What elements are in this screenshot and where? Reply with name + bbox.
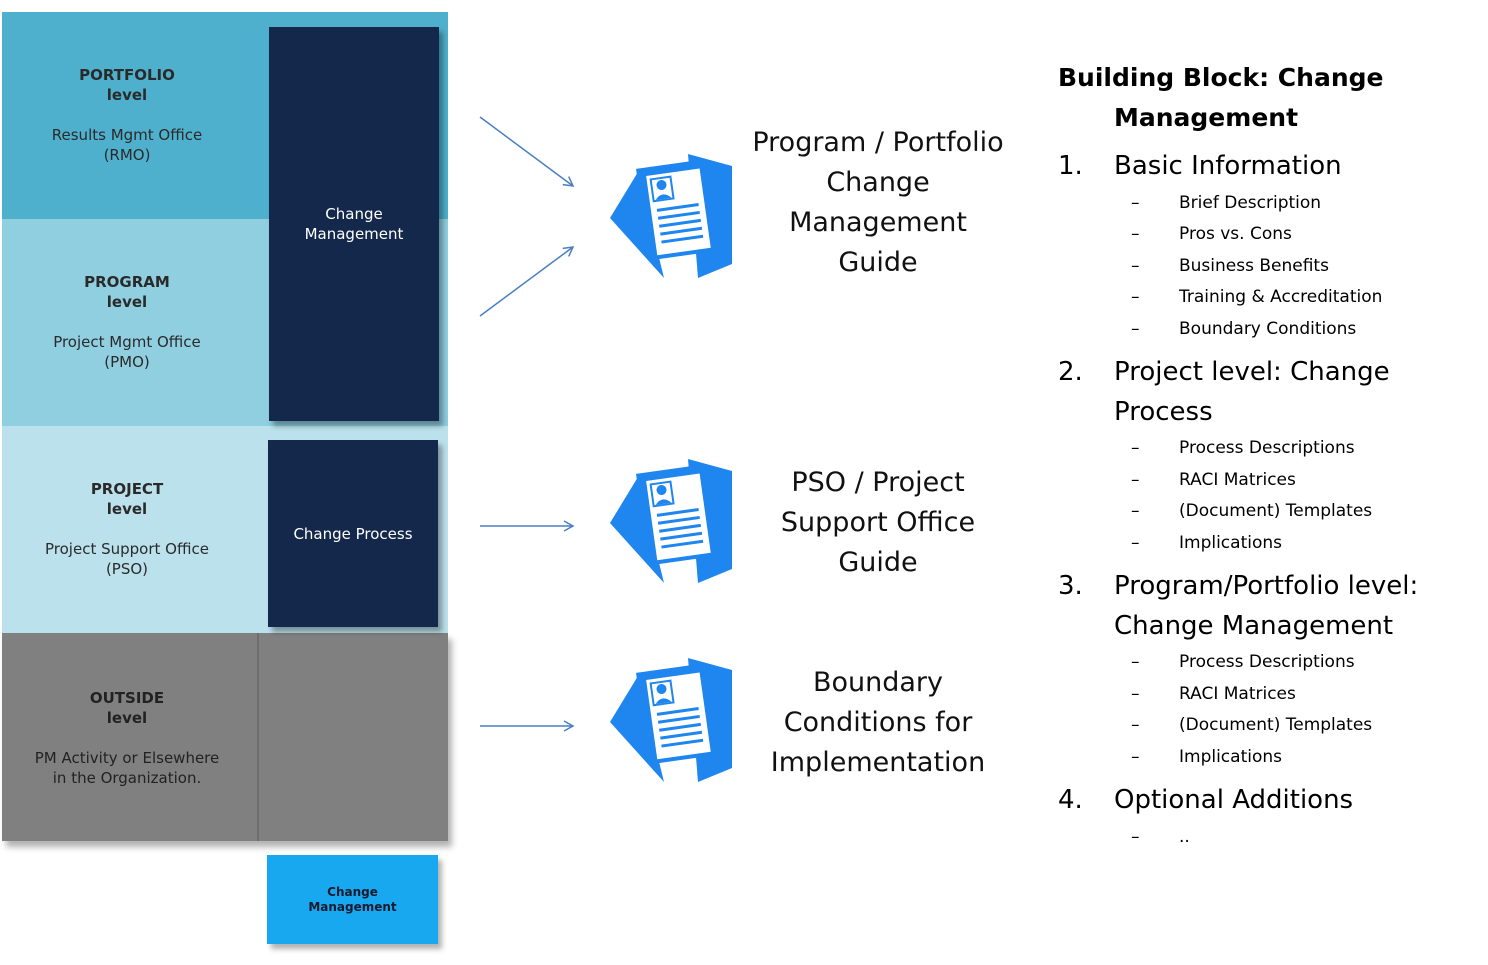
- program-office: Project Mgmt Office: [53, 333, 201, 351]
- change-management-block-label: Change Management: [304, 205, 404, 243]
- list-item: –Business Benefits: [1131, 256, 1329, 276]
- portfolio-title: PORTFOLIO: [79, 66, 175, 84]
- outside-divider: [257, 633, 259, 841]
- project-level: level: [106, 500, 148, 518]
- section-1-title: Basic Information: [1114, 151, 1342, 181]
- list-item: –(Document) Templates: [1131, 715, 1373, 735]
- guide-boundary: Boundary Conditions for Implementation: [770, 667, 986, 778]
- outside-abbr: in the Organization.: [52, 769, 202, 787]
- list-item: –Implications: [1131, 747, 1282, 767]
- program-title: PROGRAM: [84, 273, 170, 291]
- project-title: PROJECT: [90, 480, 164, 498]
- change-management-legend-label: Change Management: [308, 884, 397, 914]
- change-management-block: Change Management: [269, 27, 439, 421]
- portfolio-office: Results Mgmt Office: [51, 126, 203, 144]
- portfolio-level: level: [106, 86, 148, 104]
- portfolio-abbr: (RMO): [103, 146, 151, 164]
- section-3-title-line1: Program/Portfolio level:: [1114, 571, 1419, 601]
- document-with-photo-icon: [610, 459, 732, 583]
- section-4-title: Optional Additions: [1114, 785, 1354, 815]
- outside-title: OUTSIDE: [89, 689, 165, 707]
- section-3-number: 3.: [1058, 571, 1083, 601]
- list-item: –Implications: [1131, 533, 1282, 553]
- guide-pso: PSO / Project Support Office Guide: [780, 467, 976, 578]
- section-2-title-line2: Process: [1114, 397, 1213, 427]
- section-4: 4. Optional Additions: [1058, 780, 1478, 820]
- list-item: –(Document) Templates: [1131, 501, 1373, 521]
- section-3-title-line2: Change Management: [1114, 611, 1394, 641]
- list-item: –RACI Matrices: [1131, 684, 1296, 704]
- document-with-photo-icon: [610, 154, 732, 278]
- list-item: –Training & Accreditation: [1131, 287, 1383, 307]
- section-2-title-line1: Project level: Change: [1114, 357, 1390, 387]
- program-label: PROGRAM level Project Mgmt Office (PMO): [2, 272, 252, 372]
- building-block-title: Building Block: Change Management: [1058, 58, 1478, 138]
- change-management-legend: Change Management: [267, 855, 438, 944]
- arrow-portfolio: [479, 116, 575, 187]
- change-process-block-label: Change Process: [293, 524, 413, 543]
- section-3: 3. Program/Portfolio level: Change Manag…: [1058, 566, 1478, 646]
- list-item: –..: [1131, 827, 1190, 847]
- project-label: PROJECT level Project Support Office (PS…: [2, 479, 252, 579]
- section-2: 2. Project level: Change Process: [1058, 352, 1478, 432]
- list-item: –Boundary Conditions: [1131, 319, 1357, 339]
- list-item: –RACI Matrices: [1131, 470, 1296, 490]
- building-block-outline: Building Block: Change Management 1. Bas…: [1058, 58, 1478, 858]
- portfolio-label: PORTFOLIO level Results Mgmt Office (RMO…: [2, 65, 252, 165]
- building-block-title-line2: Management: [1114, 103, 1299, 132]
- outside-label: OUTSIDE level PM Activity or Elsewhere i…: [2, 688, 252, 788]
- section-1-number: 1.: [1058, 151, 1083, 181]
- program-level: level: [106, 293, 148, 311]
- arrow-program: [479, 246, 575, 317]
- building-block-title-line1: Building Block: Change: [1058, 63, 1384, 92]
- section-2-number: 2.: [1058, 357, 1083, 387]
- guide-program-portfolio: Program / Portfolio Change Management Gu…: [752, 127, 1004, 278]
- outside-office: PM Activity or Elsewhere: [34, 749, 220, 767]
- outside-level: level: [106, 709, 148, 727]
- list-item: –Process Descriptions: [1131, 652, 1355, 672]
- outside-band: OUTSIDE level PM Activity or Elsewhere i…: [2, 633, 448, 841]
- change-process-block: Change Process: [268, 440, 438, 627]
- list-item: –Brief Description: [1131, 193, 1322, 213]
- list-item: –Pros vs. Cons: [1131, 224, 1292, 244]
- project-office: Project Support Office: [45, 540, 209, 558]
- section-1: 1. Basic Information: [1058, 146, 1478, 186]
- section-4-number: 4.: [1058, 785, 1083, 815]
- program-abbr: (PMO): [104, 353, 150, 371]
- document-with-photo-icon: [610, 658, 732, 782]
- list-item: –Process Descriptions: [1131, 438, 1355, 458]
- project-abbr: (PSO): [105, 560, 149, 578]
- arrows: [479, 116, 575, 732]
